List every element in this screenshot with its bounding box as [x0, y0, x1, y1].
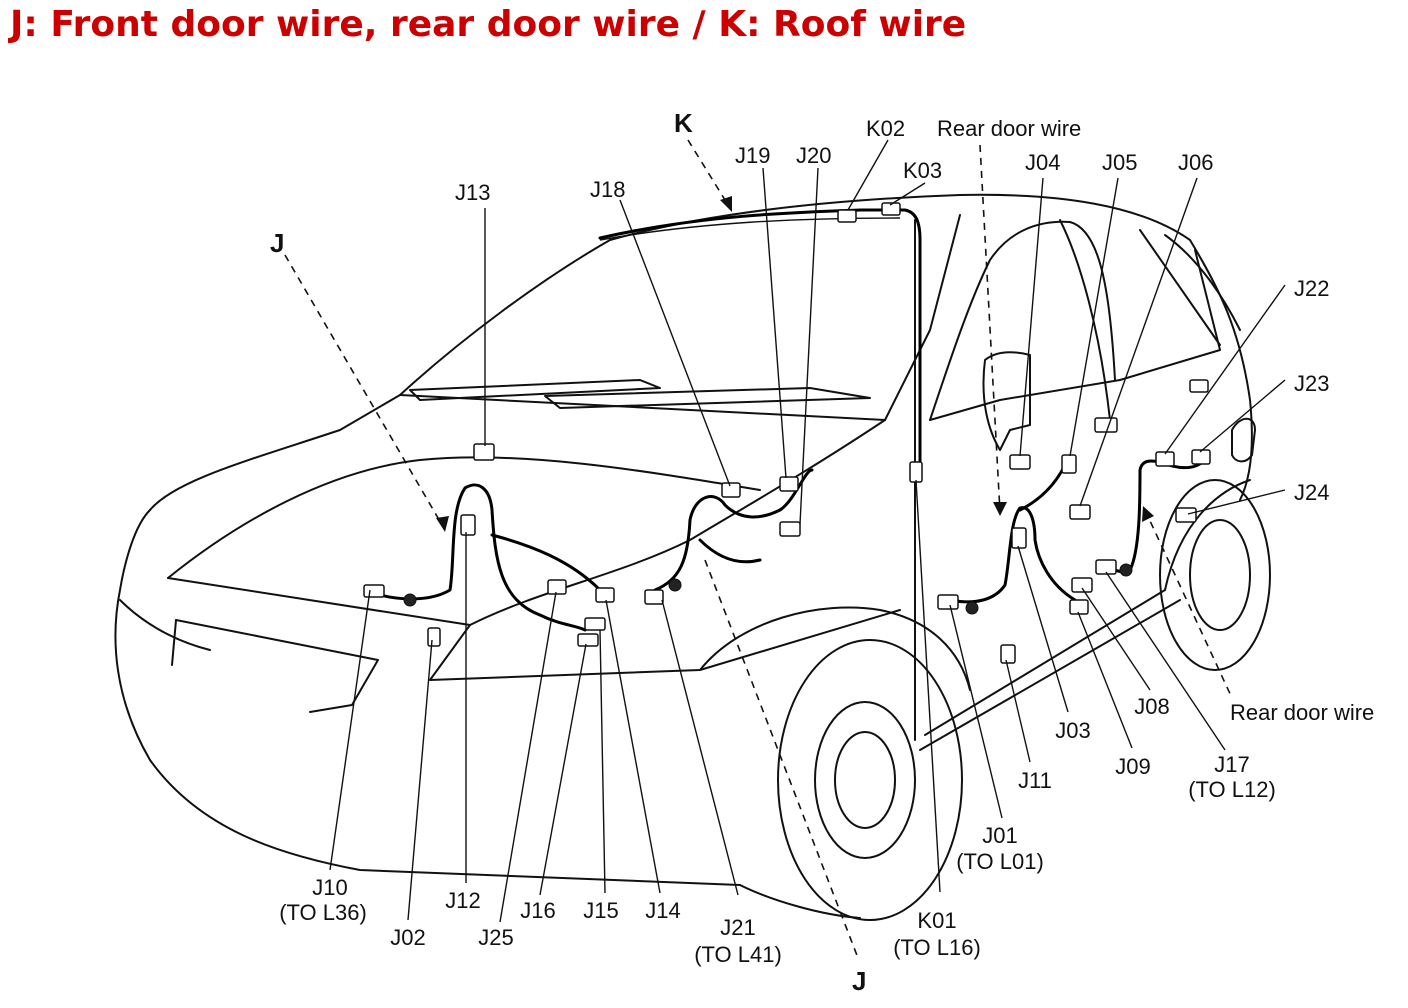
connector-blocks: [363, 202, 1211, 664]
label-j04: J04: [1025, 150, 1060, 175]
label-j09: J09: [1115, 754, 1150, 779]
label-j17: J17: [1214, 752, 1249, 777]
label-k02: K02: [866, 116, 905, 141]
note-rear-door-wire-right: Rear door wire: [1230, 700, 1374, 725]
label-j01-sub: (TO L01): [956, 849, 1044, 874]
label-j13: J13: [455, 180, 490, 205]
label-k01-sub: (TO L16): [893, 935, 981, 960]
label-j22: J22: [1294, 276, 1329, 301]
harness-label-j-top: J: [270, 228, 284, 258]
label-j10: J10: [312, 875, 347, 900]
car-body-outline: [114, 193, 1271, 921]
label-k03: K03: [903, 158, 942, 183]
roof-wire: [598, 208, 922, 472]
label-j23: J23: [1294, 371, 1329, 396]
label-j17-sub: (TO L12): [1188, 777, 1276, 802]
harness-pointers: [284, 139, 1233, 959]
label-j24: J24: [1294, 480, 1329, 505]
label-j25: J25: [478, 925, 513, 950]
label-j21-sub: (TO L41): [694, 942, 782, 967]
label-j20: J20: [796, 143, 831, 168]
label-j14: J14: [645, 898, 680, 923]
label-k01: K01: [917, 908, 956, 933]
label-j10-sub: (TO L36): [279, 900, 367, 925]
harness-label-j-bottom: J: [852, 966, 866, 996]
label-j11: J11: [1018, 768, 1052, 793]
rear-door-wire-lower: [948, 506, 1077, 604]
connector-labels: K02 K03 J19 J20 J18 J13 J04 J05 J06 J22 …: [279, 116, 1329, 967]
label-j18: J18: [590, 177, 625, 202]
diagram-title: J: Front door wire, rear door wire / K: …: [10, 4, 967, 45]
label-j12: J12: [445, 888, 480, 913]
leader-lines: [329, 139, 1286, 923]
label-j05: J05: [1102, 150, 1137, 175]
front-door-wire-mid: [653, 495, 782, 592]
label-j06: J06: [1178, 150, 1213, 175]
label-j03: J03: [1055, 718, 1090, 743]
harness-label-k: K: [674, 108, 693, 138]
note-rear-door-wire-top: Rear door wire: [937, 116, 1081, 141]
label-j02: J02: [390, 925, 425, 950]
front-door-wire-left: [378, 483, 587, 632]
label-j15: J15: [583, 898, 618, 923]
label-j19: J19: [735, 143, 770, 168]
label-j01: J01: [982, 823, 1017, 848]
label-j16: J16: [520, 898, 555, 923]
label-j08: J08: [1134, 694, 1169, 719]
label-j21: J21: [720, 915, 755, 940]
